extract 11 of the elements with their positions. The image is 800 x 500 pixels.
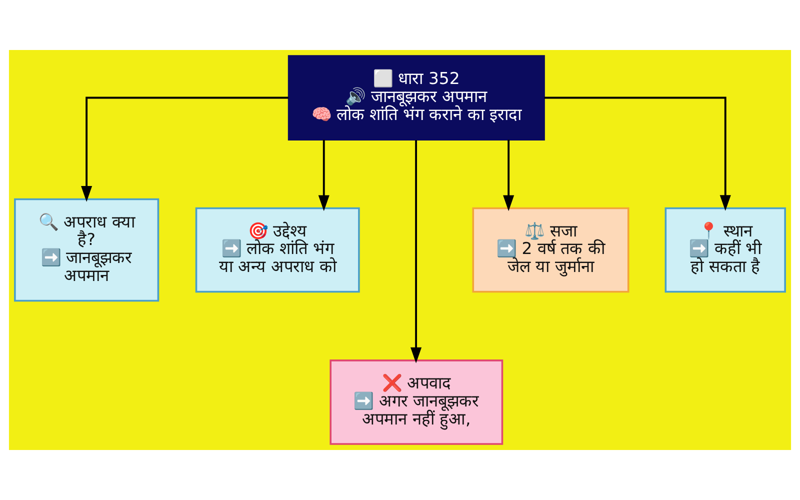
node-box: ⬜ धारा 352 🔊 जानबूझकर अपमान 🧠 लोक शांति भंग कराने का इरादा (288, 55, 545, 140)
node-box: ⚖ सजा ➡ 2 वर्ष तक की जेल या जुर्माना (472, 207, 630, 293)
node-box: ❌ अपवाद ➡ अगर जानबूझकर अपमान नहीं हुआ, (330, 360, 504, 445)
node-box: 📍 स्थान ➡ कहीं भी हो सकता है (664, 207, 786, 293)
node-box: 🔍 अपराध क्या है? ➡ जानबूझकर अपमान (14, 198, 160, 302)
arrow (410, 140, 422, 364)
arrow (81, 96, 288, 202)
node-box: 🎯 उद्देश्य ➡ लोक शांति भंग या अन्य अपराध को (195, 207, 360, 293)
arrow (318, 140, 330, 212)
arrow (544, 96, 731, 211)
arrow (503, 140, 514, 212)
